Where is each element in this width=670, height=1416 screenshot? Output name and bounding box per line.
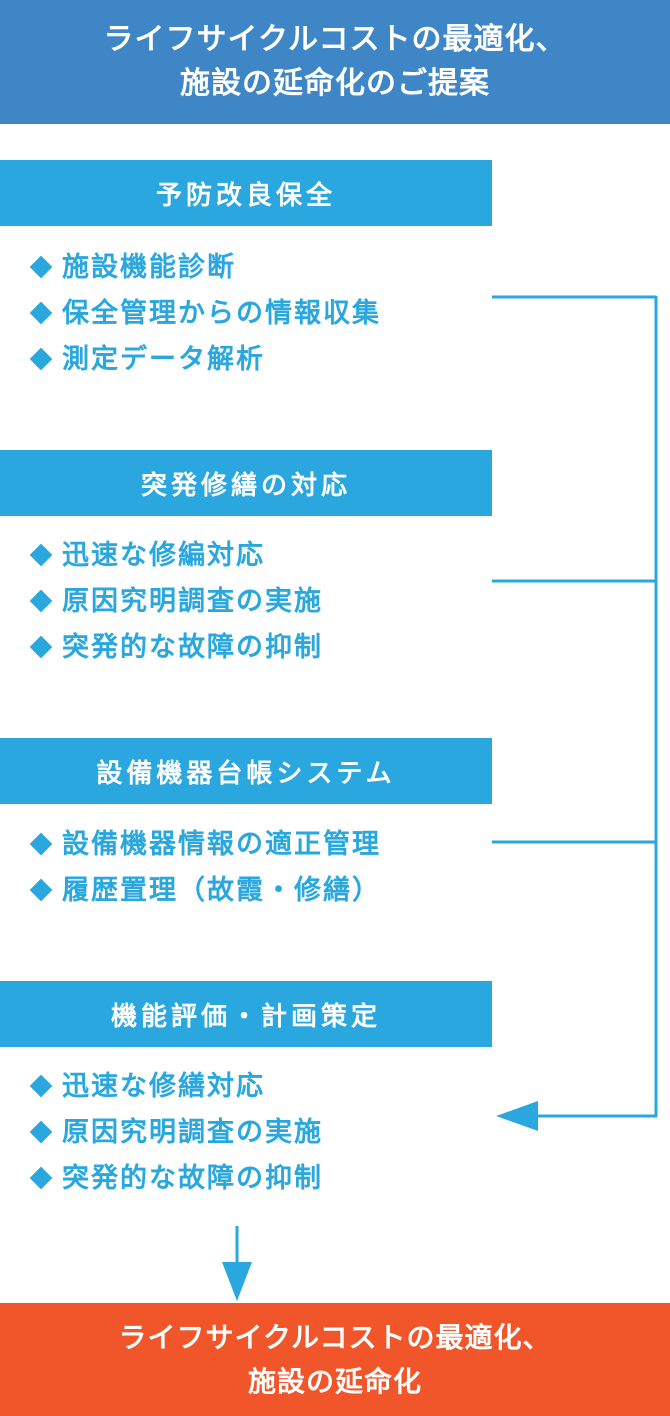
list-item-text: 迅速な修編対応: [62, 540, 265, 571]
list-item: 保全管理からの情報収集: [28, 291, 381, 337]
section-list-emergency-repair: 迅速な修編対応 原因究明調査の実施 突発的な故障の抑制: [28, 533, 323, 671]
feedback-connector: [492, 295, 658, 1118]
list-item: 突発的な故障の抑制: [28, 625, 323, 671]
list-item: 原因究明調査の実施: [28, 579, 323, 625]
section-list-equipment-ledger-system: 設備機器情報の適正管理 履歴置理（故霞・修繕）: [28, 822, 381, 914]
footer-title-line1: ライフサイクルコストの最適化、: [118, 1320, 552, 1354]
footer-banner: ライフサイクルコストの最適化、 施設の延命化: [0, 1303, 670, 1416]
list-item-text: 原因究明調査の実施: [62, 1117, 323, 1148]
header-title-line1: ライフサイクルコストの最適化、: [103, 22, 567, 57]
list-item: 迅速な修編対応: [28, 533, 323, 579]
header-title-line2: 施設の延命化のご提案: [180, 66, 490, 101]
list-item-text: 測定データ解析: [62, 344, 265, 375]
list-item-text: 設備機器情報の適正管理: [62, 829, 381, 860]
list-item: 施設機能診断: [28, 245, 381, 291]
list-item: 設備機器情報の適正管理: [28, 822, 381, 868]
list-item: 突発的な故障の抑制: [28, 1156, 323, 1202]
list-item: 測定データ解析: [28, 337, 381, 383]
arrowhead-left-icon: [496, 1101, 538, 1131]
list-item-text: 履歴置理（故霞・修繕）: [62, 875, 381, 906]
list-item: 原因究明調査の実施: [28, 1110, 323, 1156]
arrowhead-down-icon: [222, 1262, 252, 1301]
section-list-preventive-maintenance: 施設機能診断 保全管理からの情報収集 測定データ解析: [28, 245, 381, 383]
list-item-text: 突発的な故障の抑制: [62, 1163, 323, 1194]
section-header-preventive-maintenance: 予防改良保全: [0, 160, 492, 226]
header-banner: ライフサイクルコストの最適化、 施設の延命化のご提案: [0, 0, 670, 124]
section-header-equipment-ledger-system: 設備機器台帳システム: [0, 738, 492, 804]
list-item: 履歴置理（故霞・修繕）: [28, 868, 381, 914]
list-item-text: 原因究明調査の実施: [62, 586, 323, 617]
footer-title-line2: 施設の延命化: [247, 1364, 422, 1398]
section-header-function-evaluation-planning: 機能評価・計画策定: [0, 981, 492, 1047]
list-item-text: 施設機能診断: [62, 252, 236, 283]
section-list-function-evaluation-planning: 迅速な修繕対応 原因究明調査の実施 突発的な故障の抑制: [28, 1064, 323, 1202]
list-item: 迅速な修繕対応: [28, 1064, 323, 1110]
section-header-emergency-repair: 突発修繕の対応: [0, 450, 492, 516]
list-item-text: 突発的な故障の抑制: [62, 632, 323, 663]
list-item-text: 保全管理からの情報収集: [62, 298, 381, 329]
list-item-text: 迅速な修繕対応: [62, 1071, 265, 1102]
